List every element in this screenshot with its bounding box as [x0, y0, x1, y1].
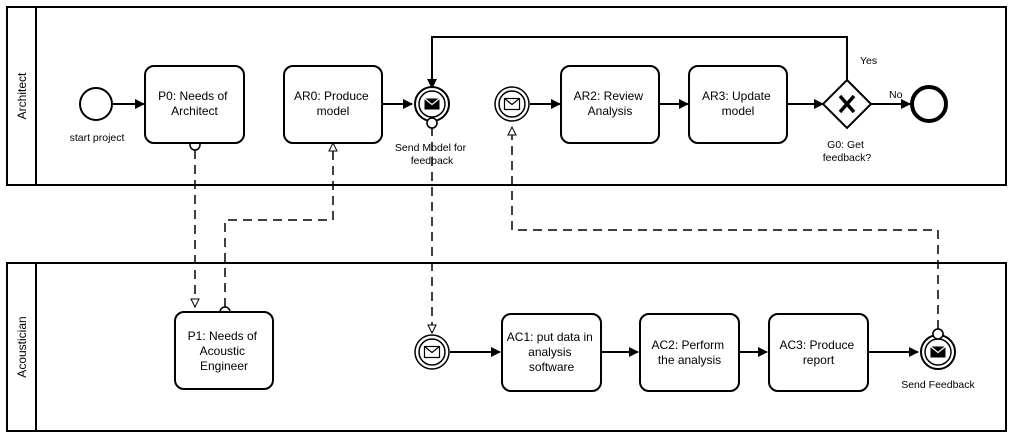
- send-feedback-event[interactable]: [920, 334, 956, 370]
- gateway-no-label: No: [889, 89, 903, 101]
- task-ac3-line: report: [803, 353, 835, 367]
- task-ar0-line: model: [317, 104, 350, 118]
- gateway-g0[interactable]: [821, 78, 873, 130]
- svg-text:P0: Needs of Architect: P0: Needs of Architect: [158, 89, 231, 118]
- flow-gateway-yes-loop: [427, 36, 848, 89]
- envelope-icon: [423, 345, 441, 359]
- send-feedback-label: Send Feedback: [901, 379, 975, 391]
- start-event[interactable]: [79, 87, 113, 121]
- svg-text:P1: Needs of Acoustic: P1: Needs of Acoustic Engineer: [188, 329, 261, 373]
- svg-text:G0: Get feedback?: G0: Get feedback?: [823, 139, 872, 164]
- svg-text:AC2: Perform the analysi: AC2: Perform the analysis: [651, 338, 727, 367]
- task-ac2-line: the analysis: [658, 353, 721, 367]
- task-ar0[interactable]: AR0: Produce model: [283, 65, 383, 144]
- task-p0-line: P0: Needs of: [158, 89, 228, 103]
- task-p1-line: Engineer: [200, 359, 248, 373]
- receive-model-event[interactable]: [414, 334, 450, 370]
- svg-text:AR3: Update model: AR3: Update model: [702, 89, 774, 118]
- task-ac3-line: AC3: Produce: [779, 338, 854, 352]
- origin-send-feedback-top: [932, 328, 944, 340]
- task-ar2-line: AR2: Review: [574, 89, 644, 103]
- svg-text:Send Model for feedback: Send Model for feedback: [395, 142, 469, 167]
- task-p1[interactable]: P1: Needs of Acoustic Engineer: [174, 311, 274, 390]
- x-icon: [838, 94, 856, 114]
- receive-feedback-event[interactable]: [494, 86, 530, 122]
- task-ar2-line: Analysis: [588, 104, 633, 118]
- task-ac1-line: AC1: put data in: [507, 330, 593, 344]
- gateway-yes-label: Yes: [860, 55, 877, 67]
- pool-label-architect: Architect: [15, 72, 29, 119]
- origin-send-model-top: [426, 117, 438, 129]
- task-p0-line: Architect: [171, 104, 218, 118]
- gateway-label-line: G0: Get: [827, 139, 864, 151]
- task-ac1-line: analysis: [528, 345, 571, 359]
- task-ac1[interactable]: AC1: put data in analysis software: [501, 313, 602, 392]
- task-ar2[interactable]: AR2: Review Analysis: [560, 65, 660, 144]
- svg-text:AR0: Produce model: AR0: Produce model: [294, 89, 372, 118]
- envelope-icon: [930, 346, 946, 358]
- message-flows: [195, 127, 939, 333]
- task-p1-line: Acoustic: [200, 344, 245, 358]
- task-ac2[interactable]: AC2: Perform the analysis: [639, 313, 740, 392]
- envelope-icon: [424, 98, 440, 110]
- send-model-event[interactable]: [414, 86, 450, 122]
- task-ac1-line: software: [529, 360, 575, 374]
- envelope-icon: [503, 97, 521, 111]
- message-flow-feedback-architect: [512, 127, 939, 329]
- task-ar0-line: AR0: Produce: [294, 89, 369, 103]
- task-ar3-line: AR3: Update: [702, 89, 771, 103]
- svg-text:AR2: Review Analysis: AR2: Review Analysis: [574, 89, 647, 118]
- send-model-label-line: Send Model for: [395, 142, 467, 154]
- message-flow-p1-ar0: [224, 143, 333, 307]
- gateway-label-line: feedback?: [823, 152, 872, 164]
- task-ac2-line: AC2: Perform: [651, 338, 724, 352]
- svg-text:AC3: Produce report: AC3: Produce report: [779, 338, 857, 367]
- end-event[interactable]: [910, 85, 948, 123]
- svg-text:AC1: put data in analysi: AC1: put data in analysis software: [507, 330, 596, 374]
- task-p0[interactable]: P0: Needs of Architect: [144, 65, 245, 144]
- task-ar3[interactable]: AR3: Update model: [688, 65, 788, 144]
- pool-label-acoustician: Acoustician: [15, 316, 29, 377]
- send-model-label-line: feedback: [411, 155, 454, 167]
- task-ar3-line: model: [722, 104, 755, 118]
- sequence-flows: [113, 36, 919, 357]
- start-event-label: start project: [70, 132, 125, 144]
- task-p1-line: P1: Needs of: [188, 329, 258, 343]
- task-ac3[interactable]: AC3: Produce report: [768, 313, 869, 392]
